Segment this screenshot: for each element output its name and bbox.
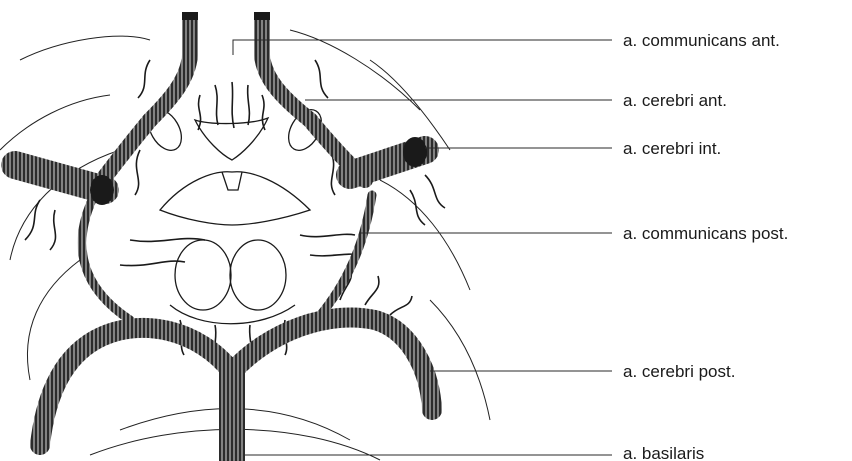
posterior-cerebral-left	[40, 328, 232, 445]
label-communicans-post: a. communicans post.	[623, 224, 788, 243]
labels: a. communicans ant. a. cerebri ant. a. c…	[623, 31, 788, 461]
arteries	[15, 20, 432, 461]
label-basilaris: a. basilaris	[623, 444, 704, 461]
posterior-communicating-right	[318, 195, 372, 318]
label-cerebri-ant: a. cerebri ant.	[623, 91, 727, 110]
posterior-communicating-left	[82, 200, 130, 320]
label-cerebri-post: a. cerebri post.	[623, 362, 735, 381]
leader-communicans-ant	[233, 40, 612, 55]
label-communicans-ant: a. communicans ant.	[623, 31, 780, 50]
brainstem-structures	[142, 104, 328, 324]
label-cerebri-int: a. cerebri int.	[623, 139, 721, 158]
anterior-cerebral-right	[262, 20, 310, 120]
posterior-cerebral-right	[232, 317, 432, 410]
anterior-cerebral-left	[150, 20, 190, 120]
